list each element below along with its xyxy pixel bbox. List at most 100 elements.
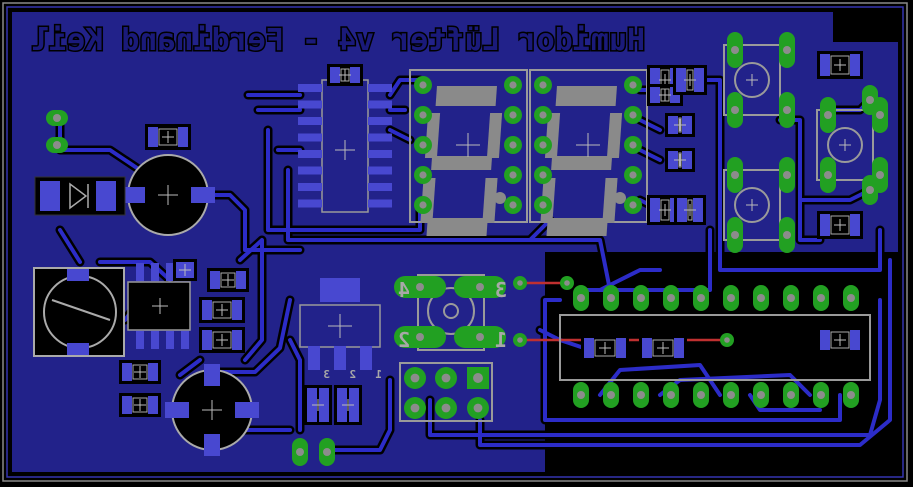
smd-pad	[850, 330, 860, 350]
smd-pad	[166, 331, 174, 349]
reg-pin-label-3: 3	[323, 368, 330, 381]
dip-pin	[813, 285, 829, 311]
chip-body	[652, 339, 674, 357]
smd-pad	[668, 151, 678, 169]
button-pin	[779, 217, 795, 253]
header-pin	[319, 438, 335, 466]
origin-cross	[339, 69, 351, 81]
pad-drill	[564, 280, 570, 286]
trace	[98, 260, 172, 282]
smd-pad	[232, 330, 242, 350]
trace	[208, 298, 292, 374]
display-segment	[435, 86, 497, 106]
origin-cross	[659, 89, 671, 101]
origin-cross	[134, 399, 146, 411]
origin-cross	[684, 204, 696, 216]
smd-pad	[298, 84, 322, 92]
pad-drill	[731, 46, 739, 54]
button-pin	[820, 97, 836, 133]
smd-pad	[67, 343, 89, 355]
display-segment	[551, 156, 613, 170]
pad-drill	[697, 391, 705, 399]
board-title: Humidor Lüfter v4 - Ferdinand Keil	[31, 23, 645, 58]
header-pin	[435, 397, 457, 419]
trace	[388, 128, 412, 142]
chip-body	[132, 397, 148, 413]
pad-drill	[629, 201, 637, 209]
smd-pad	[136, 263, 144, 281]
display-pin	[504, 196, 522, 214]
smd-pad	[122, 363, 132, 381]
origin-cross	[216, 334, 228, 346]
origin-cross	[839, 139, 851, 151]
smd-pad	[674, 338, 684, 358]
components	[33, 32, 888, 466]
display-pin	[504, 166, 522, 184]
reg-pin-label-2: 2	[349, 368, 356, 381]
pad-drill	[509, 171, 517, 179]
smd-pad	[677, 198, 687, 222]
pad-drill	[783, 231, 791, 239]
board-outline	[2, 2, 908, 482]
smd-pad	[178, 127, 188, 147]
pad-drill	[817, 294, 825, 302]
origin-cross	[134, 366, 146, 378]
origin-cross	[746, 199, 758, 211]
smd-pad	[368, 150, 392, 158]
pad-drill	[509, 201, 517, 209]
smd-pad	[40, 181, 60, 211]
button-actuator	[734, 62, 770, 98]
pad-drill	[509, 141, 517, 149]
pad-drill	[419, 201, 427, 209]
origin-cross	[335, 140, 355, 160]
smd-pad	[204, 364, 220, 386]
pad-drill	[410, 373, 420, 383]
smd-pad	[368, 183, 392, 191]
trace	[266, 128, 422, 232]
pad-drill	[441, 403, 451, 413]
smd-pad	[650, 198, 660, 222]
smd-pad	[308, 346, 320, 370]
origin-cross	[684, 74, 696, 86]
button-pin	[779, 157, 795, 193]
pad-drill	[416, 333, 424, 341]
pin-label-1: 1	[495, 328, 507, 352]
smd-pad	[334, 346, 346, 370]
pin-label-4: 4	[398, 278, 410, 302]
smd-pad	[298, 183, 322, 191]
decimal-point	[614, 192, 626, 204]
header-pin	[467, 397, 489, 419]
smd-pad	[668, 116, 678, 134]
pad-drill	[667, 391, 675, 399]
smd-pad	[368, 117, 392, 125]
smd-pad	[165, 402, 189, 418]
button-pin	[454, 276, 506, 298]
display-segment	[546, 218, 608, 236]
smd-pad	[850, 54, 860, 76]
origin-cross	[834, 334, 846, 346]
trace	[388, 78, 422, 97]
dip-pin	[813, 382, 829, 408]
pad-drill	[866, 96, 874, 104]
trace	[638, 118, 662, 132]
pad-drill	[410, 403, 420, 413]
origin-cross	[456, 133, 480, 157]
pad-drill	[539, 171, 547, 179]
display-pin	[414, 76, 432, 94]
dip-pin	[603, 285, 619, 311]
display-pin	[624, 136, 642, 154]
trace	[698, 78, 882, 272]
display-pin	[534, 136, 552, 154]
origin-cross	[202, 400, 222, 420]
origin-cross	[312, 399, 324, 411]
smd-pad	[642, 338, 652, 358]
display-segment	[602, 178, 618, 223]
dip-pin	[783, 285, 799, 311]
pad-drill	[473, 403, 483, 413]
smd-pad	[236, 271, 246, 289]
pad-drill	[787, 391, 795, 399]
pad-drill	[757, 294, 765, 302]
header-pin	[862, 85, 878, 115]
